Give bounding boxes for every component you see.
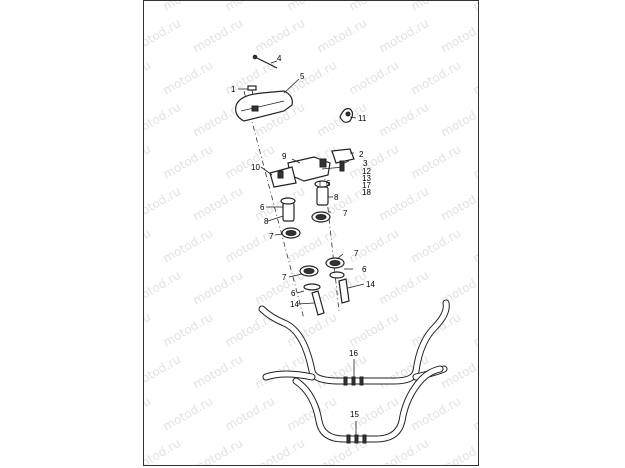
- callout-5: 5: [300, 72, 305, 81]
- callout-13: 13: [362, 174, 371, 183]
- callout-6a: 6: [260, 203, 265, 212]
- callout-7d: 7: [354, 249, 359, 258]
- washer-left-upper: [280, 197, 296, 205]
- callout-7a: 7: [269, 232, 274, 241]
- clip-part-11: [339, 108, 354, 123]
- stud-right-part-14: [338, 278, 350, 304]
- bushing-left-upper: [282, 202, 295, 222]
- washer-right-upper: [314, 180, 330, 188]
- stud-left-part-14: [311, 290, 325, 316]
- leader-lines: [238, 60, 365, 435]
- washer-right-lower: [329, 271, 345, 279]
- grommet-left-upper: [281, 227, 301, 239]
- callout-17: 17: [362, 181, 371, 190]
- grommet-right-lower: [325, 257, 345, 269]
- callout-10: 10: [251, 163, 260, 172]
- callout-14b: 14: [366, 280, 375, 289]
- callout-11: 11: [358, 114, 367, 123]
- callout-14a: 14: [290, 300, 299, 309]
- left-centerline: [243, 90, 305, 320]
- callout-6d: 6: [362, 265, 367, 274]
- handlebar-part-15: [292, 365, 444, 444]
- bushing-right-upper: [316, 186, 329, 206]
- callout-6c: 6: [291, 289, 296, 298]
- callout-4: 4: [277, 54, 282, 63]
- callout-8a: 8: [264, 217, 269, 226]
- pin-part-4: [252, 54, 278, 69]
- callout-7c: 7: [282, 273, 287, 282]
- callout-labels: 1 2 3 4 5 6 6 6 6 7 7 7 7 8 8 9 10 11 12…: [231, 54, 375, 419]
- callout-12: 12: [362, 167, 371, 176]
- callout-18: 18: [362, 188, 371, 197]
- callout-7b: 7: [343, 209, 348, 218]
- grommet-left-lower: [299, 265, 319, 277]
- grommet-right-upper: [311, 211, 331, 223]
- watermark-text: motod.ru: [471, 1, 480, 14]
- callout-15: 15: [350, 410, 359, 419]
- washer-left-lower: [303, 283, 321, 291]
- callout-2: 2: [359, 150, 364, 159]
- callout-16: 16: [349, 349, 358, 358]
- callout-6b: 6: [326, 179, 331, 188]
- callout-9: 9: [282, 152, 287, 161]
- top-clamp-part-5: [235, 90, 293, 122]
- callout-8b: 8: [334, 193, 339, 202]
- switch-housing-parts-2-3: [321, 148, 355, 172]
- riser-part-10: [269, 166, 297, 188]
- handlebar-exploded-diagram: 1 2 3 4 5 6 6 6 6 7 7 7 7 8 8 9 10 11 12…: [231, 54, 450, 444]
- callout-1: 1: [231, 85, 236, 94]
- callout-3: 3: [363, 159, 368, 168]
